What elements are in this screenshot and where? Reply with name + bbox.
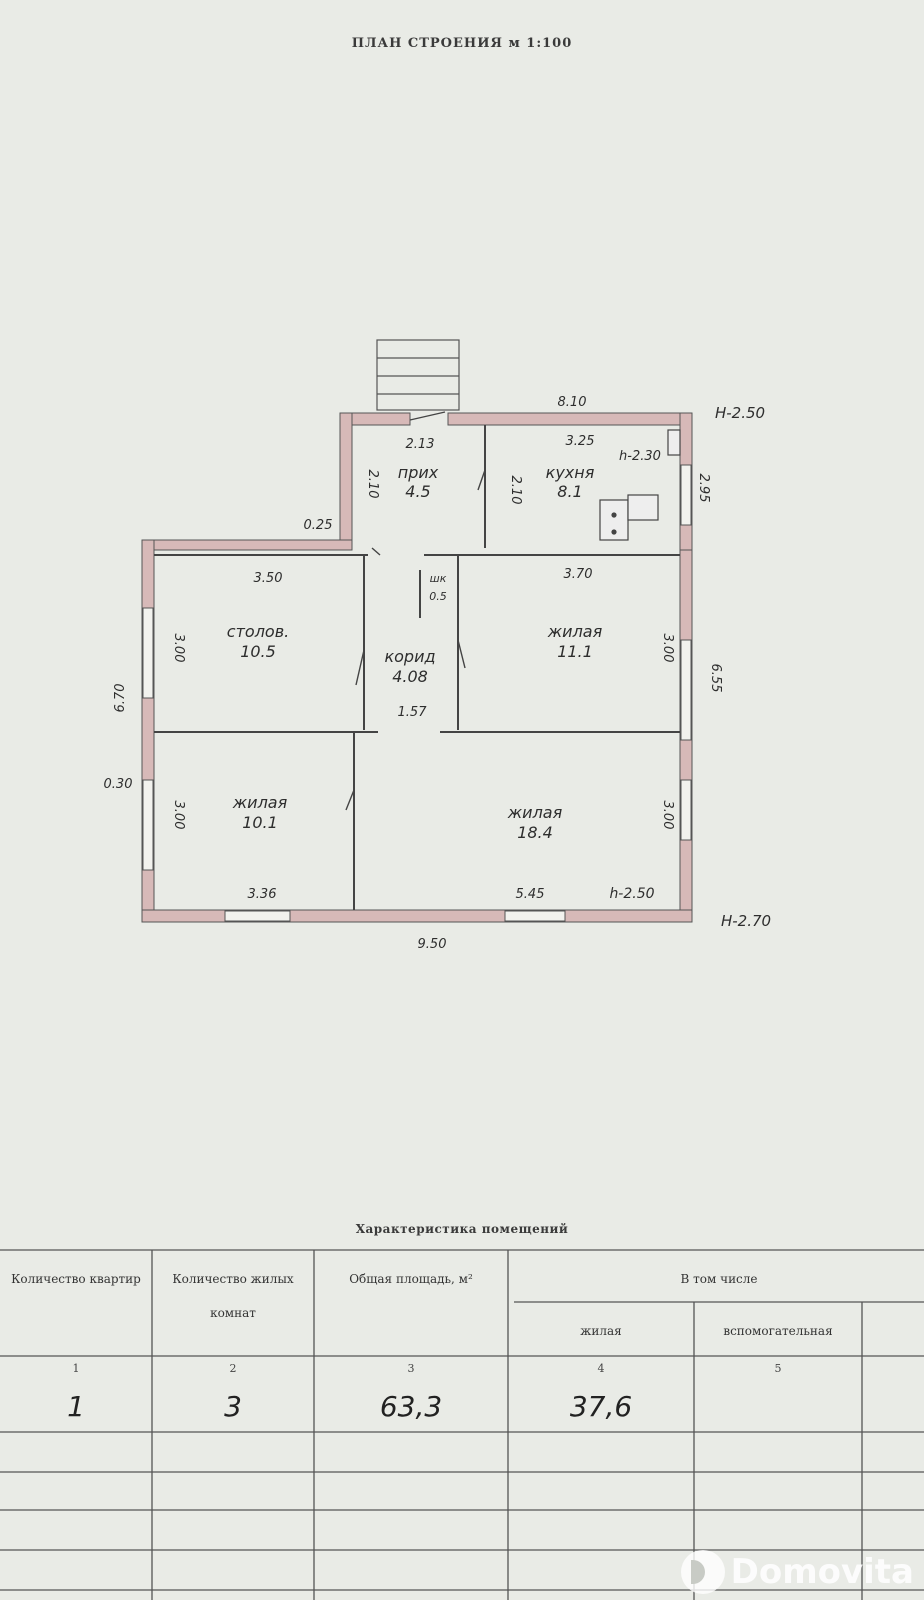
header-auxiliary: вспомогательная: [723, 1324, 833, 1338]
table-title: Характеристика помещений: [355, 1222, 569, 1236]
value-apartments: 1: [67, 1390, 85, 1423]
dimension-label: 3.50: [254, 571, 283, 586]
dimension-label: 0.30: [104, 777, 133, 792]
windows: [142, 464, 692, 922]
room-labels: прих 4.5 кухня 8.1 столов. 10.5 жилая 11…: [227, 463, 603, 842]
room-area: 8.1: [557, 482, 582, 501]
room-name: корид: [384, 647, 435, 666]
doors: [345, 411, 486, 811]
column-number: 4: [597, 1362, 605, 1375]
room-area: 11.1: [557, 642, 593, 661]
room-area: 0.5: [429, 590, 447, 603]
header-living-rooms: Количество жилых комнат: [172, 1272, 294, 1320]
dimension-label: 2.10: [508, 476, 523, 505]
dimension-label: 3.00: [171, 634, 186, 663]
dimension-label: 3.25: [566, 434, 595, 449]
kitchen-stove: [599, 429, 681, 541]
header-living: жилая: [580, 1324, 622, 1338]
dimension-label: 9.50: [418, 937, 447, 952]
domovita-watermark: Domovita: [680, 1550, 914, 1594]
room-area: 18.4: [517, 823, 553, 842]
dimension-label: 3.00: [171, 801, 186, 830]
column-number: 1: [72, 1362, 80, 1375]
column-number: 5: [774, 1362, 782, 1375]
watermark-text: Domovita: [730, 1552, 914, 1592]
value-living-area: 37,6: [569, 1390, 633, 1423]
value-living-rooms: 3: [224, 1390, 242, 1423]
column-number: 2: [229, 1362, 237, 1375]
room-name: кухня: [546, 463, 595, 482]
dimension-label: 2.95: [696, 474, 711, 503]
header-total-area: Общая площадь, м²: [349, 1272, 473, 1286]
dimension-label: 2.10: [365, 470, 380, 499]
header-including: В том числе: [680, 1272, 758, 1286]
dimension-label: 3.36: [248, 887, 277, 902]
height-mark: h-2.30: [619, 449, 661, 464]
floor-plan: прих 4.5 кухня 8.1 столов. 10.5 жилая 11…: [104, 339, 771, 952]
room-area: 10.1: [242, 813, 278, 832]
porch-steps: [376, 339, 460, 411]
height-mark: h-2.50: [609, 886, 654, 902]
value-total-area: 63,3: [379, 1390, 443, 1423]
header-apartments: Количество квартир: [11, 1272, 141, 1286]
dimension-labels: 8.10 2.13 3.25 2.10 2.10 2.95 0.25 3.50 …: [104, 395, 723, 952]
height-marks: Н-2.50 h-2.30 h-2.50 Н-2.70: [609, 404, 771, 930]
room-name: столов.: [227, 622, 289, 641]
page-title: ПЛАН СТРОЕНИЯ м 1:100: [351, 36, 573, 51]
room-area: 4.08: [392, 667, 428, 686]
dimension-label: 5.45: [516, 887, 545, 902]
room-name: жилая: [507, 803, 563, 822]
dimension-label: 3.00: [660, 634, 675, 663]
room-area: 4.5: [405, 482, 430, 501]
dimension-label: 1.57: [398, 705, 428, 720]
dimension-label: 3.70: [564, 567, 593, 582]
height-mark: Н-2.70: [721, 912, 771, 930]
dimension-label: 6.55: [708, 664, 723, 693]
dimension-label: 0.25: [304, 518, 333, 533]
dimension-label: 3.00: [660, 801, 675, 830]
room-area: 10.5: [240, 642, 276, 661]
room-name: шк: [430, 572, 447, 585]
room-name: жилая: [547, 622, 603, 641]
height-mark: Н-2.50: [715, 404, 765, 422]
room-name: жилая: [232, 793, 288, 812]
domovita-logo-icon: [680, 1550, 725, 1594]
dimension-label: 6.70: [113, 684, 128, 713]
column-number: 3: [407, 1362, 415, 1375]
dimension-label: 2.13: [406, 437, 435, 452]
room-name: прих: [398, 463, 439, 482]
dimension-label: 8.10: [558, 395, 587, 410]
